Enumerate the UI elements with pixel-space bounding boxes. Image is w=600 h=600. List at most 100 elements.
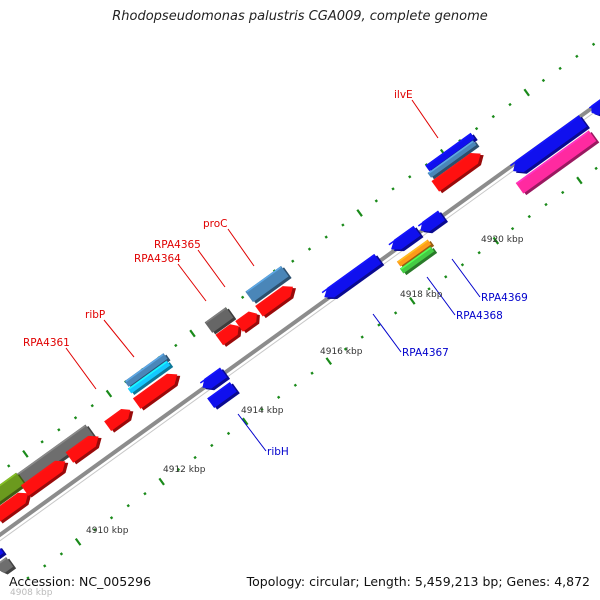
minor-tick bbox=[427, 287, 431, 291]
gene-ribP-steelblue[interactable] bbox=[124, 353, 171, 389]
gene-highlight bbox=[397, 240, 428, 263]
genome-summary-text: Topology: circular; Length: 5,459,213 bp… bbox=[246, 574, 590, 589]
gene-proC-red[interactable] bbox=[255, 286, 297, 319]
scale-label-4908: 4908 kbp bbox=[10, 588, 53, 598]
minor-tick bbox=[90, 404, 94, 408]
major-tick bbox=[576, 176, 583, 185]
gene-red-3[interactable] bbox=[65, 435, 102, 465]
minor-tick bbox=[7, 464, 11, 468]
gene-highlight bbox=[205, 307, 226, 324]
leader-ilvE bbox=[411, 99, 439, 139]
gene-ilvE-blue[interactable] bbox=[425, 132, 478, 173]
backbone bbox=[0, 99, 600, 542]
gene-RPA4361[interactable] bbox=[104, 409, 134, 433]
accession-text: Accession: NC_005296 bbox=[9, 574, 152, 589]
minor-tick bbox=[276, 395, 281, 399]
minor-tick bbox=[310, 371, 314, 375]
gene-body bbox=[132, 373, 178, 409]
gene-body bbox=[396, 239, 432, 267]
gene-body bbox=[245, 265, 289, 303]
gene-blue-edge[interactable] bbox=[588, 98, 600, 117]
gene-ribP-cyan[interactable] bbox=[127, 360, 174, 396]
gene-body bbox=[324, 253, 382, 298]
minor-tick bbox=[360, 335, 364, 339]
gene-highlight bbox=[256, 286, 284, 307]
minor-tick bbox=[491, 114, 495, 119]
minor-tick bbox=[174, 343, 178, 348]
gene-olive[interactable] bbox=[0, 472, 28, 509]
gene-RPA4364-gray[interactable] bbox=[204, 307, 237, 335]
gene-highlight bbox=[516, 131, 589, 184]
minor-tick bbox=[477, 251, 481, 255]
minor-tick bbox=[73, 416, 78, 420]
minor-tick bbox=[57, 428, 61, 432]
gene-RPA4369[interactable] bbox=[417, 210, 449, 234]
gene-body bbox=[235, 311, 257, 332]
leader-lines bbox=[65, 99, 481, 452]
gene-highlight bbox=[426, 133, 471, 167]
gene-highlight bbox=[509, 115, 579, 167]
leader-ribH bbox=[237, 413, 267, 452]
minor-tick bbox=[343, 347, 348, 351]
gene-label-ribH[interactable]: ribH bbox=[267, 446, 289, 458]
minor-tick bbox=[226, 431, 231, 436]
gene-ribH-2[interactable] bbox=[207, 381, 240, 410]
gene-body bbox=[16, 424, 94, 486]
gene-blue-bottom-left[interactable] bbox=[0, 546, 7, 560]
gene-ribP-red[interactable] bbox=[132, 373, 181, 411]
gene-RPA4368-orange[interactable] bbox=[396, 239, 435, 269]
gene-red-1[interactable] bbox=[0, 492, 32, 524]
gene-highlight bbox=[246, 266, 282, 293]
gene-label-RPA4369[interactable]: RPA4369 bbox=[481, 292, 528, 304]
gene-highlight bbox=[236, 311, 250, 322]
minor-tick bbox=[408, 175, 412, 179]
minor-tick bbox=[40, 440, 44, 444]
gene-ilvE-red[interactable] bbox=[431, 153, 484, 194]
gene-highlight bbox=[17, 425, 86, 476]
gene-label-RPA4367[interactable]: RPA4367 bbox=[402, 347, 449, 359]
gene-body bbox=[104, 409, 131, 432]
major-tick bbox=[158, 477, 165, 486]
gene-RPA4367[interactable] bbox=[321, 253, 385, 300]
gene-gray-bottom-left[interactable] bbox=[0, 557, 17, 575]
gene-red-2[interactable] bbox=[20, 460, 69, 498]
backbone-shadow bbox=[0, 107, 600, 542]
major-tick bbox=[523, 88, 530, 97]
gene-label-RPA4361[interactable]: RPA4361 bbox=[23, 337, 70, 349]
gene-highlight bbox=[128, 361, 167, 390]
gene-ribH-1[interactable] bbox=[199, 367, 231, 391]
gene-RPA4368-green[interactable] bbox=[399, 246, 438, 276]
gene-RPA4364-red[interactable] bbox=[215, 324, 242, 347]
gene-label-RPA4368[interactable]: RPA4368 bbox=[456, 310, 503, 322]
gene-ilvE-steelblue[interactable] bbox=[427, 140, 480, 180]
gene-features bbox=[0, 98, 600, 575]
minor-tick bbox=[291, 259, 295, 263]
gene-label-proC[interactable]: proC bbox=[203, 218, 228, 230]
genome-title: Rhodopseudomonas palustris CGA009, compl… bbox=[112, 9, 488, 24]
gene-body bbox=[65, 435, 99, 463]
gene-label-RPA4364[interactable]: RPA4364 bbox=[134, 253, 181, 265]
tick-row-inner bbox=[26, 166, 598, 580]
gene-gray-lower-left[interactable] bbox=[16, 424, 97, 488]
scale-label-4918: 4918 kbp bbox=[400, 290, 443, 300]
minor-tick bbox=[26, 576, 30, 580]
gene-RPA4368-blue[interactable] bbox=[388, 225, 424, 252]
minor-tick bbox=[594, 166, 598, 171]
gene-label-ribP[interactable]: ribP bbox=[85, 309, 105, 321]
minor-tick bbox=[143, 491, 147, 496]
gene-pink-right[interactable] bbox=[515, 130, 600, 196]
gene-body bbox=[202, 367, 228, 389]
gene-blue-right[interactable] bbox=[509, 115, 590, 174]
major-tick bbox=[22, 450, 29, 458]
gene-RPA4365[interactable] bbox=[235, 311, 260, 334]
scale-label-4912: 4912 kbp bbox=[163, 465, 206, 475]
gene-proC-steelblue[interactable] bbox=[245, 265, 292, 304]
gene-highlight bbox=[321, 254, 375, 294]
gene-highlight bbox=[66, 436, 90, 454]
gene-label-ilvE[interactable]: ilvE bbox=[394, 89, 413, 101]
minor-tick bbox=[374, 199, 379, 203]
gene-body bbox=[124, 353, 168, 387]
gene-highlight bbox=[588, 99, 600, 109]
minor-tick bbox=[508, 102, 512, 107]
gene-label-RPA4365[interactable]: RPA4365 bbox=[154, 239, 201, 251]
